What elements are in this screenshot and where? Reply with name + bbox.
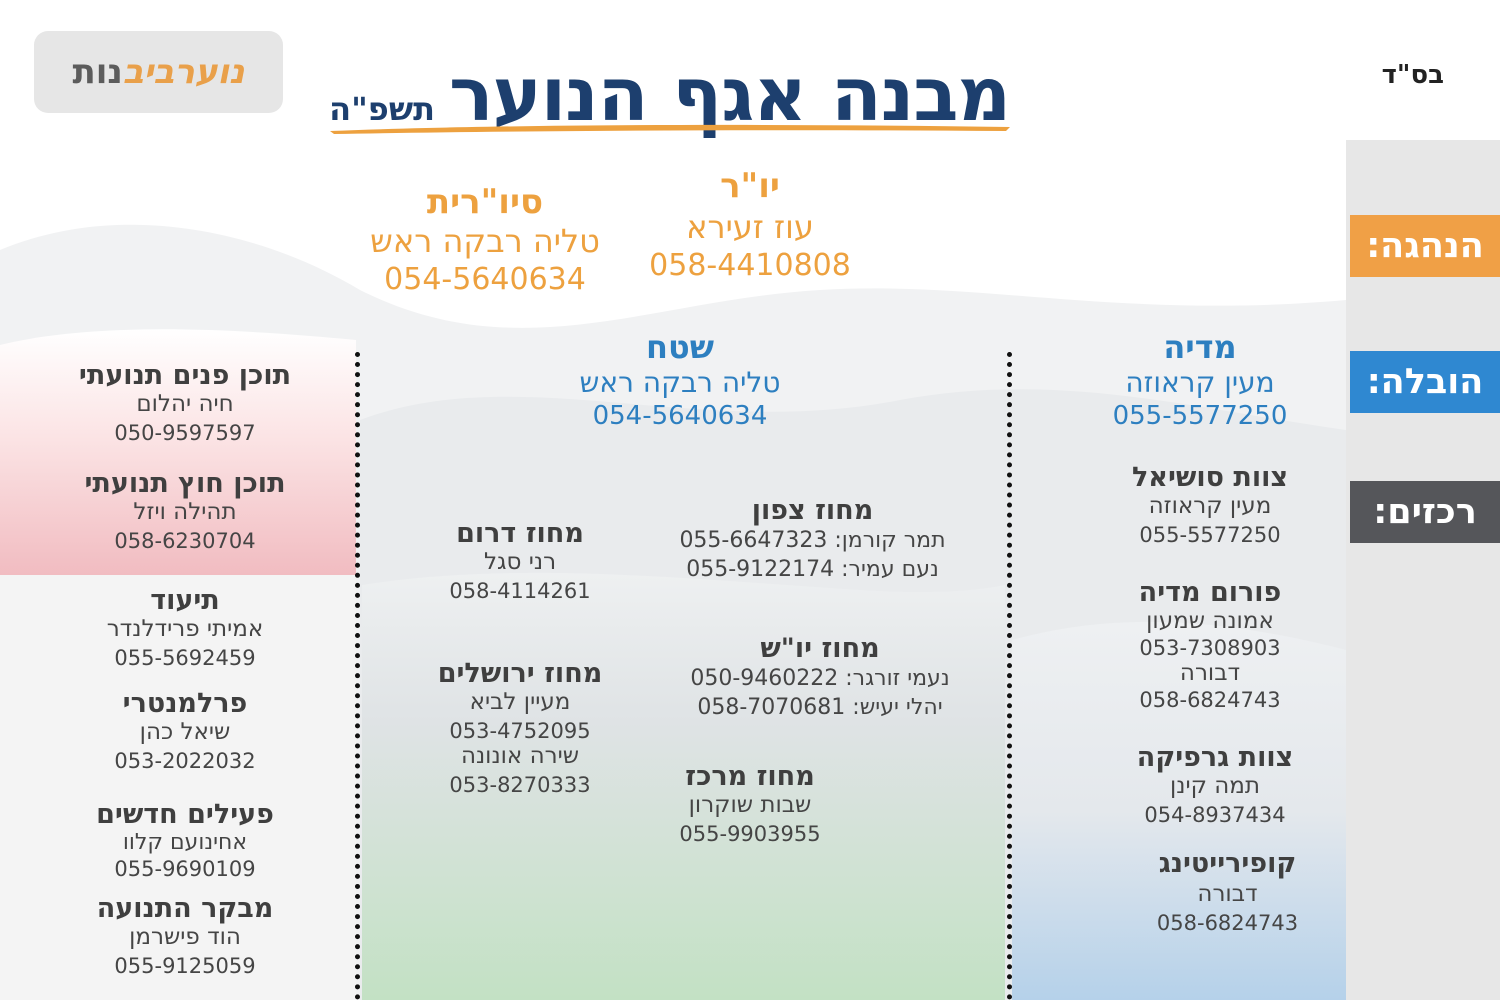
role-external-content: תוכן חוץ תנועתי תהילה ויזל 058-6230704 bbox=[50, 468, 320, 553]
role-documentation: תיעוד אמיתי פרידלנדר 055-5692459 bbox=[50, 585, 320, 670]
role-parliamentary: פרלמנטרי שיאל כהן 053-2022032 bbox=[50, 688, 320, 773]
district-line: רני סגל bbox=[483, 549, 557, 575]
district-line: שירה אונונה bbox=[460, 743, 580, 769]
field-name: טליה רבקה ראש bbox=[579, 366, 781, 399]
role-title: תוכן פנים תנועתי bbox=[78, 360, 292, 391]
logo-part-1: נוער bbox=[174, 52, 245, 92]
divider-left bbox=[355, 352, 360, 1000]
team-line: מעין קראוזה bbox=[1148, 493, 1272, 519]
district-line: 055-9903955 bbox=[679, 822, 821, 846]
district-line: 058-4114261 bbox=[449, 579, 591, 603]
team-copywriting: קופירייטינג דבורה 058-6824743 bbox=[1125, 848, 1330, 935]
logo: נוער ביב נות bbox=[34, 31, 283, 113]
vice-block: סיו"רית טליה רבקה ראש 054-5640634 bbox=[360, 182, 610, 297]
district-line: נעם עמיר: 055-9122174 bbox=[686, 557, 939, 582]
vice-name: טליה רבקה ראש bbox=[370, 222, 600, 260]
team-title: צוות סושיאל bbox=[1131, 462, 1289, 493]
logo-part-3: נות bbox=[72, 52, 123, 92]
district-title: מחוז מרכז bbox=[685, 761, 815, 792]
team-title: צוות גרפיקה bbox=[1136, 742, 1294, 773]
district-line: נעמי זורגר: 050-9460222 bbox=[690, 666, 950, 691]
district-title: מחוז ירושלים bbox=[437, 658, 603, 689]
field-block: שטח טליה רבקה ראש 054-5640634 bbox=[560, 328, 800, 431]
media-name: מעין קראוזה bbox=[1125, 366, 1275, 399]
role-line: 050-9597597 bbox=[114, 421, 256, 445]
field-phone: 054-5640634 bbox=[592, 401, 768, 431]
role-line: 058-6230704 bbox=[114, 529, 256, 553]
role-line: הוד פישרמן bbox=[129, 924, 241, 950]
district-jerusalem: מחוז ירושלים מעיין לביא 053-4752095 שירה… bbox=[410, 658, 630, 797]
role-title: פרלמנטרי bbox=[122, 688, 248, 719]
role-line: שיאל כהן bbox=[139, 719, 231, 745]
title-main: מבנה אגף הנוער bbox=[448, 52, 1011, 138]
team-line: דבורה bbox=[1197, 881, 1258, 907]
chair-block: יו"ר עוז זעירא 058-4410808 bbox=[640, 166, 860, 283]
role-line: תהילה ויזל bbox=[133, 499, 237, 525]
title-year: תשפ"ה bbox=[329, 90, 435, 128]
role-line: אחינועם קלוו bbox=[122, 830, 248, 855]
role-new-activists: פעילים חדשים אחינועם קלוו 055-9690109 bbox=[50, 799, 320, 881]
vice-title: סיו"רית bbox=[426, 182, 544, 222]
role-internal-content: תוכן פנים תנועתי חיה יהלום 050-9597597 bbox=[50, 360, 320, 445]
title-underline-stroke bbox=[330, 124, 1010, 134]
team-media-forum: פורום מדיה אמונה שמעון 053-7308903 דבורה… bbox=[1110, 577, 1310, 712]
vice-phone: 054-5640634 bbox=[384, 262, 586, 297]
role-line: חיה יהלום bbox=[136, 391, 234, 417]
chair-name: עוז זעירא bbox=[686, 208, 814, 246]
page-title: מבנה אגף הנוער תשפ"ה bbox=[329, 52, 1011, 138]
district-south: מחוז דרום רני סגל 058-4114261 bbox=[420, 518, 620, 603]
team-title: פורום מדיה bbox=[1138, 577, 1282, 608]
team-line: 054-8937434 bbox=[1144, 803, 1286, 827]
team-line: אמונה שמעון bbox=[1146, 608, 1274, 634]
team-line: דבורה bbox=[1179, 660, 1241, 686]
role-title: תוכן חוץ תנועתי bbox=[84, 468, 286, 499]
media-phone: 055-5577250 bbox=[1112, 401, 1288, 431]
media-block: מדיה מעין קראוזה 055-5577250 bbox=[1100, 328, 1300, 431]
role-title: תיעוד bbox=[150, 585, 220, 616]
team-graphics: צוות גרפיקה תמה קינן 054-8937434 bbox=[1115, 742, 1315, 827]
district-line: מעיין לביא bbox=[469, 689, 571, 715]
district-line: שבות שוקרון bbox=[688, 792, 812, 818]
team-line: 055-5577250 bbox=[1139, 523, 1281, 547]
role-line: 053-2022032 bbox=[114, 749, 256, 773]
team-line: 058-6824743 bbox=[1156, 911, 1299, 935]
district-line: יהלי יעיש: 058-7070681 bbox=[697, 695, 943, 720]
chair-phone: 058-4410808 bbox=[649, 248, 851, 283]
chair-title: יו"ר bbox=[720, 166, 780, 206]
district-line: תמר קורמן: 055-6647323 bbox=[679, 528, 946, 553]
team-line: 053-7308903 bbox=[1139, 636, 1281, 660]
district-line: 053-4752095 bbox=[449, 719, 591, 743]
field-title: שטח bbox=[646, 328, 714, 366]
logo-part-2: ביב bbox=[122, 52, 175, 92]
district-yesha: מחוז יו"ש נעמי זורגר: 050-9460222 יהלי י… bbox=[670, 633, 970, 720]
district-north: מחוז צפון תמר קורמן: 055-6647323 נעם עמי… bbox=[665, 495, 960, 582]
team-line: תמה קינן bbox=[1169, 773, 1260, 799]
media-title: מדיה bbox=[1163, 328, 1237, 366]
role-title: פעילים חדשים bbox=[96, 799, 274, 830]
district-title: מחוז צפון bbox=[751, 495, 874, 526]
role-line: אמיתי פרידלנדר bbox=[106, 616, 264, 642]
role-line: 055-5692459 bbox=[114, 646, 256, 670]
tab-hub: הובלה: bbox=[1350, 351, 1500, 413]
role-controller: מבקר התנועה הוד פישרמן 055-9125059 bbox=[50, 893, 320, 978]
district-center: מחוז מרכז שבות שוקרון 055-9903955 bbox=[650, 761, 850, 846]
tab-centers: רכזים: bbox=[1350, 481, 1500, 543]
role-title: מבקר התנועה bbox=[96, 893, 274, 924]
divider-right bbox=[1007, 352, 1012, 1000]
role-line: 055-9690109 bbox=[114, 857, 256, 881]
district-title: מחוז דרום bbox=[456, 518, 584, 549]
role-line: 055-9125059 bbox=[114, 954, 256, 978]
team-social: צוות סושיאל מעין קראוזה 055-5577250 bbox=[1110, 462, 1310, 547]
tab-leadership: הנהגה: bbox=[1350, 215, 1500, 277]
bsd-mark: בס"ד bbox=[1381, 60, 1444, 90]
district-title: מחוז יו"ש bbox=[760, 633, 880, 664]
district-line: 053-8270333 bbox=[449, 773, 591, 797]
team-title: קופירייטינג bbox=[1158, 848, 1297, 879]
team-line: 058-6824743 bbox=[1139, 688, 1281, 712]
